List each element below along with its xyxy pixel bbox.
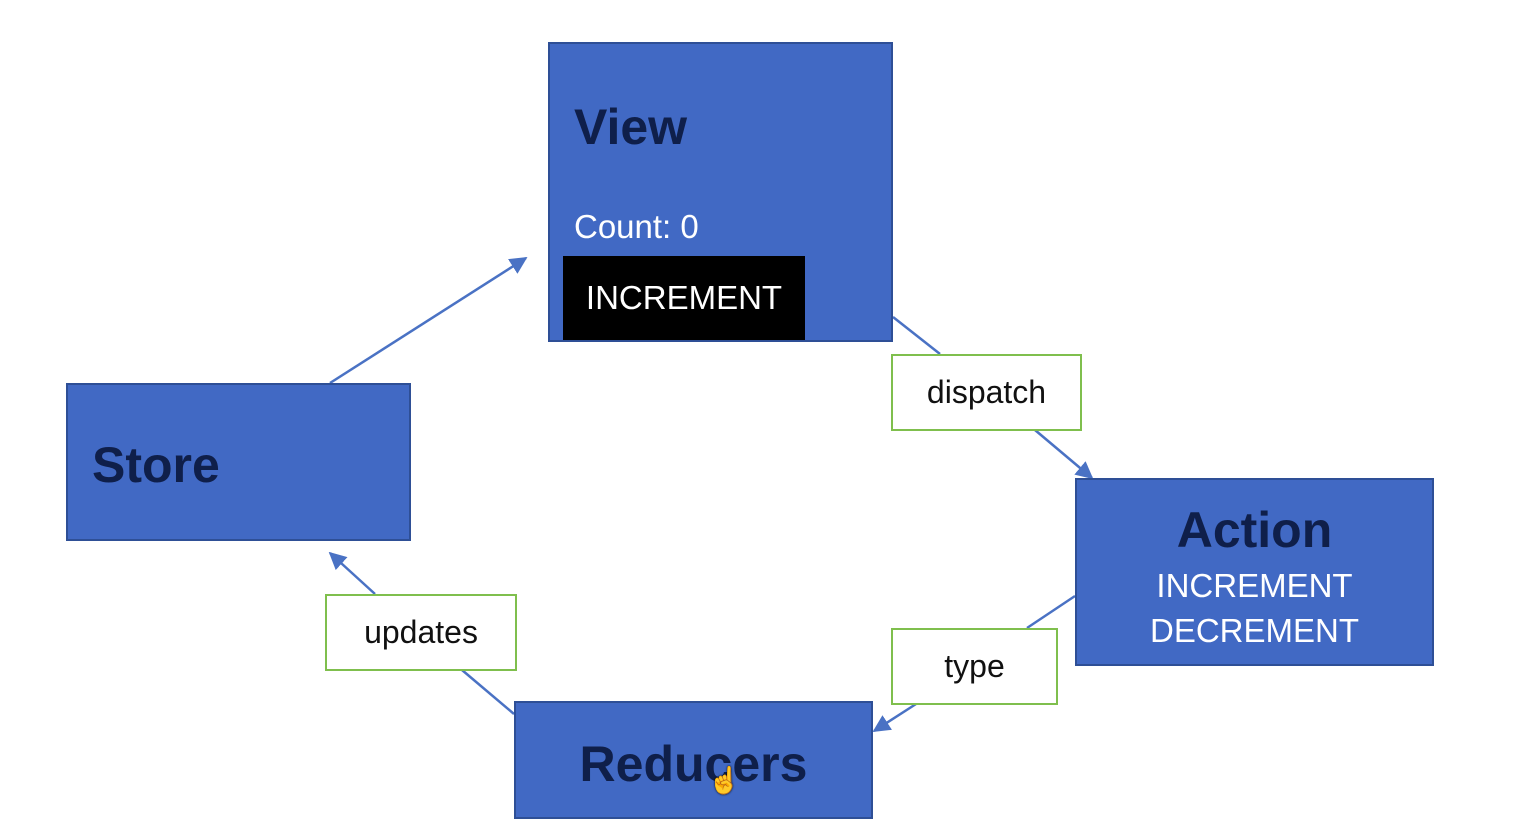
edge-label-updates: updates [325,594,517,671]
arrow-type-to-reducers [872,702,917,733]
increment-button[interactable]: INCREMENT [563,256,805,340]
reducers-node: Reducers ☝ [514,701,873,819]
arrow-updates-to-store [328,551,376,595]
arrow-store-to-view [329,256,528,385]
store-node: Store [66,383,411,541]
hand-pointer-icon: ☝ [708,765,741,795]
arrow-reducers-to-updates [461,669,515,715]
view-title: View [574,99,688,155]
action-title: Action [1176,502,1333,558]
view-count-text: Count: 0 [574,208,699,245]
arrow-view-to-dispatch [892,316,941,355]
reducers-title: Reducers [579,736,808,792]
view-node: View Count: 0 INCREMENT [548,42,893,342]
arrow-dispatch-to-action [1034,429,1094,480]
action-type-decrement: DECREMENT [1149,612,1359,649]
action-node: Action INCREMENT DECREMENT [1075,478,1434,666]
edge-label-dispatch: dispatch [891,354,1082,431]
arrow-action-to-type [1026,594,1076,630]
action-type-increment: INCREMENT [1156,567,1353,604]
edge-label-type: type [891,628,1058,705]
store-title: Store [92,437,220,493]
